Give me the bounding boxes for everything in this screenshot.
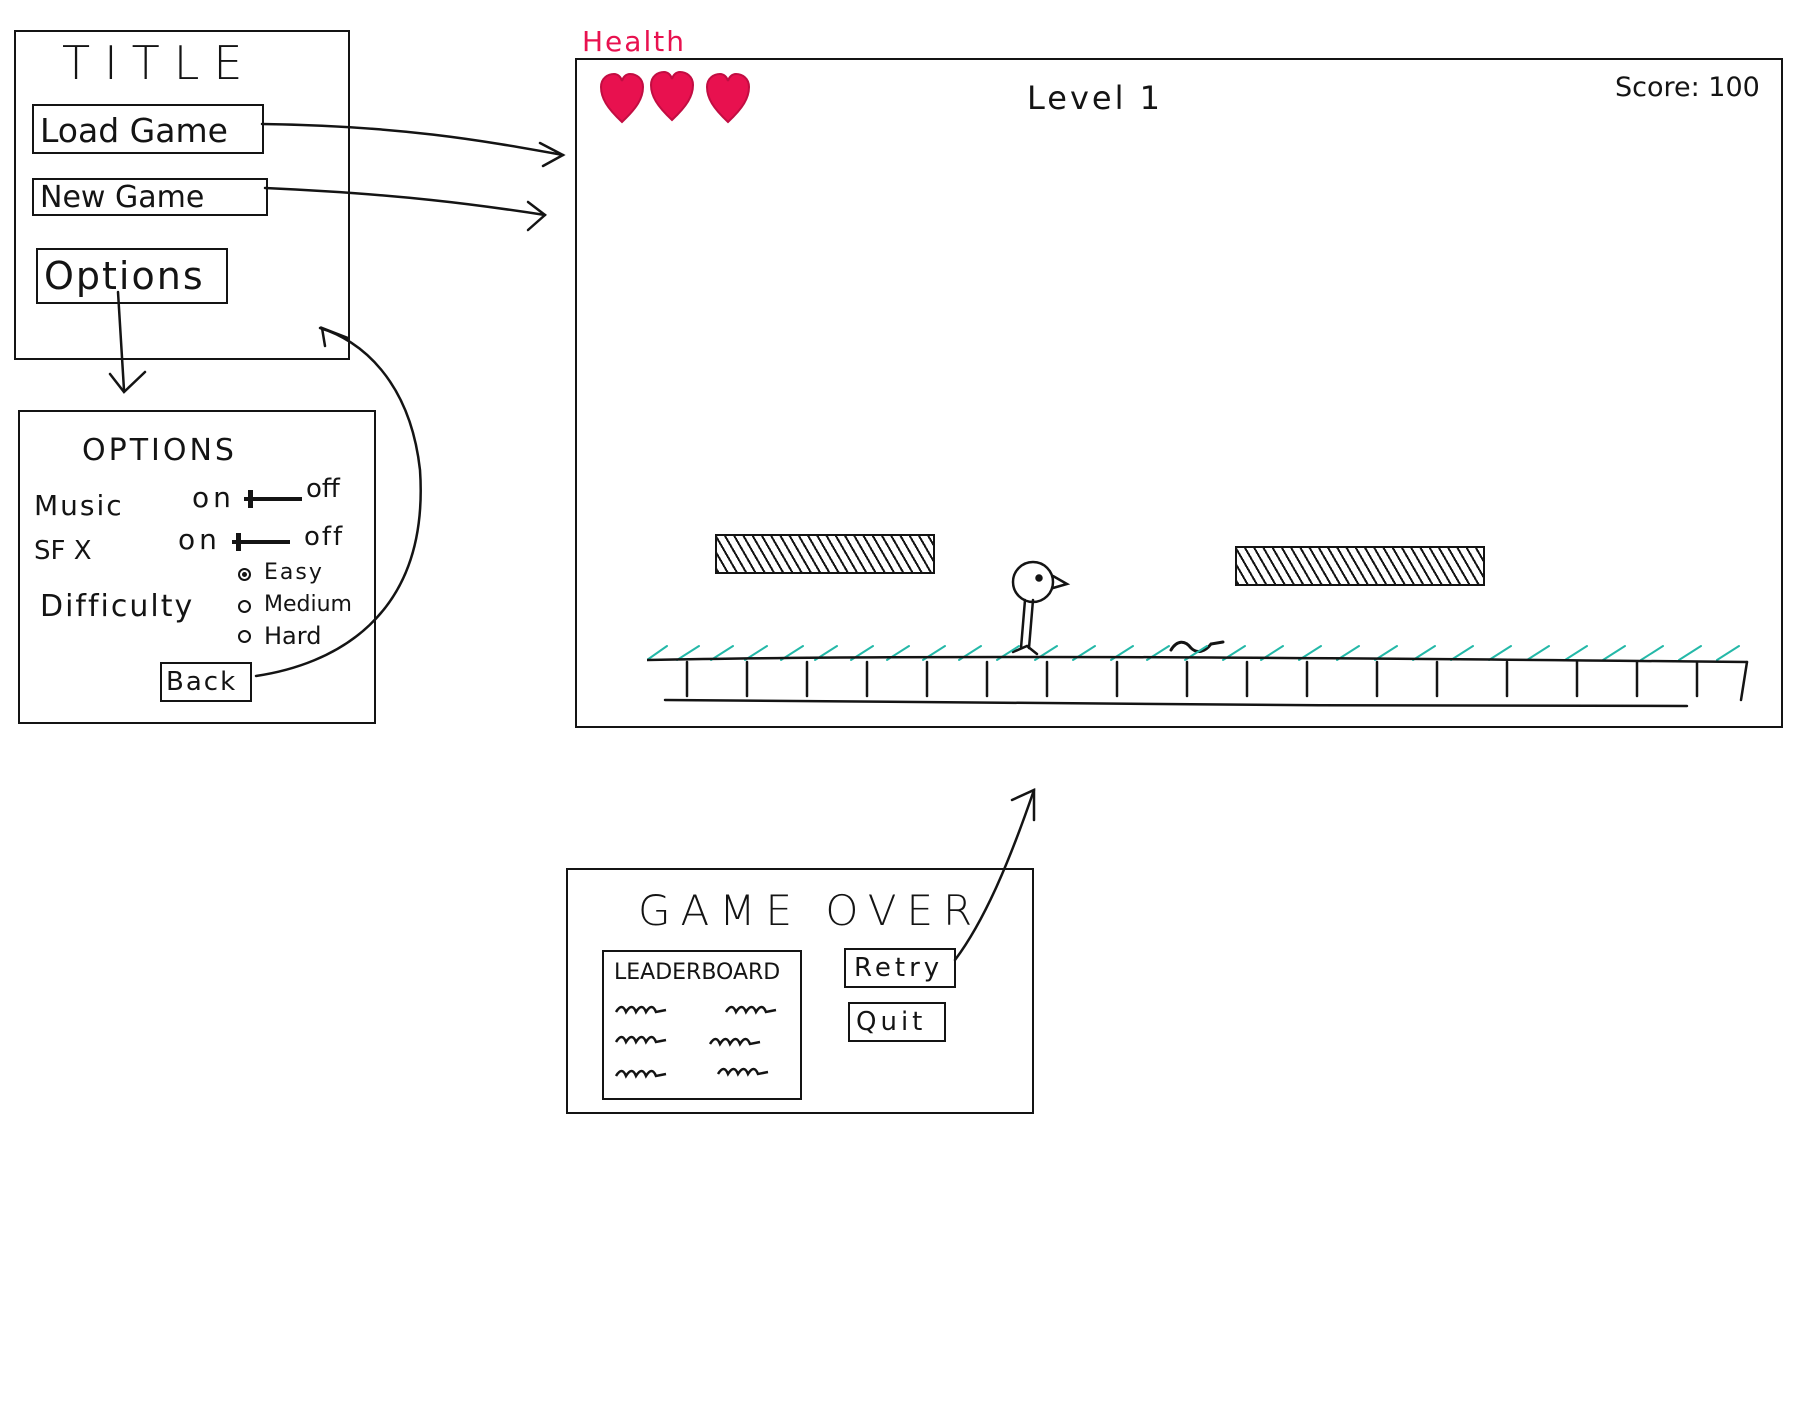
retry-to-game-arrow [953,788,1036,962]
music-off-label: off [306,474,340,504]
floating-platform [715,534,935,574]
ground [647,645,1749,708]
leaderboard-entry-score [716,1067,769,1077]
leaderboard-entry-name [614,1035,667,1045]
options-screen: OPTIONS Music on off SF X on off Difficu… [18,410,376,724]
leaderboard-entry-name [614,1069,667,1079]
music-label: Music [34,489,124,522]
heart-icon [705,72,751,124]
heart-icon [649,70,695,122]
difficulty-hard-label: Hard [264,622,322,650]
title-screen: TITLE Load Game New Game Options [14,30,350,360]
grass [647,645,1740,661]
difficulty-label: Difficulty [40,589,195,624]
music-toggle[interactable] [244,490,302,508]
leaderboard-entry-score [724,1005,777,1015]
game-over-screen: GAME OVER LEADERBOARD Retry Quit [566,868,1034,1114]
floating-platform [1235,546,1485,586]
quit-button[interactable]: Quit [848,1002,946,1042]
leaderboard-entry-score [708,1037,761,1047]
load-game-to-game-arrow [260,122,565,157]
sfx-on-label: on [178,523,221,556]
game-over-title: GAME OVER [638,886,983,935]
health-label: Health [582,25,686,58]
back-button[interactable]: Back [160,662,252,702]
game-screen: Level 1 Score: 100 [575,58,1783,728]
heart-icon [599,72,645,124]
options-button[interactable]: Options [36,248,228,304]
music-on-label: on [192,481,235,514]
options-screen-title: OPTIONS [82,433,237,468]
difficulty-hard-radio[interactable] [238,630,251,643]
sfx-label: SF X [34,536,92,566]
level-label: Level 1 [1027,79,1163,117]
sfx-off-label: off [304,522,345,552]
leaderboard-entry-name [614,1005,667,1015]
player-character [1011,560,1071,656]
new-game-button[interactable]: New Game [32,178,268,216]
title-screen-title: TITLE [62,36,257,90]
difficulty-medium-label: Medium [264,592,352,617]
score-label: Score: 100 [1615,72,1760,103]
back-to-title-arrow [254,326,422,678]
options-to-options-screen-arrow [116,290,126,392]
load-game-button[interactable]: Load Game [32,104,264,154]
new-game-to-game-arrow [263,186,547,217]
sfx-toggle[interactable] [232,533,290,551]
retry-button[interactable]: Retry [844,948,956,988]
leaderboard-panel: LEADERBOARD [602,950,802,1100]
difficulty-easy-label: Easy [264,560,324,585]
difficulty-easy-radio[interactable] [238,568,251,581]
worm-enemy [1169,640,1225,653]
leaderboard-title: LEADERBOARD [614,960,781,985]
difficulty-medium-radio[interactable] [238,600,251,613]
